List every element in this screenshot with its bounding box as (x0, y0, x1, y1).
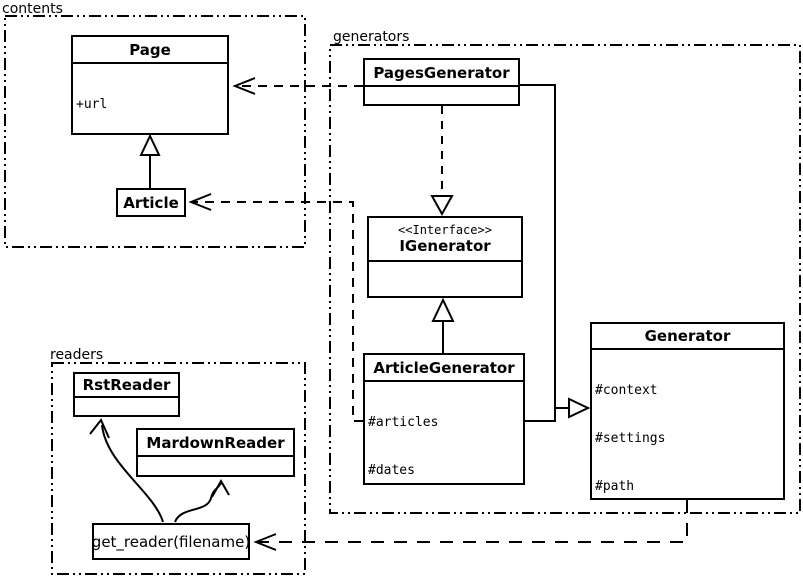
class-igenerator-title: IGenerator (399, 237, 491, 255)
attribute-row: #settings (595, 431, 666, 446)
class-igenerator-header: <<Interface>> IGenerator (369, 218, 521, 262)
package-generators-label: generators (333, 29, 410, 45)
class-mardownreader: MardownReader +read() (136, 428, 295, 477)
class-articlegenerator-attributes: #articles #dates #tags #categories (365, 382, 523, 483)
package-generators-border (329, 44, 801, 514)
edge-generator-depends-getreader (253, 500, 688, 551)
class-pagesgenerator-title: PagesGenerator (365, 60, 518, 87)
edge-articlegenerator-realizes-igenerator (431, 297, 455, 353)
class-page: Page +url +slug +summary +check_properti… (71, 35, 229, 135)
package-readers-border (51, 362, 306, 575)
class-rstreader-title: RstReader (75, 374, 178, 398)
class-rstreader: RstReader +read() (73, 372, 180, 417)
package-readers-label: readers (50, 347, 104, 363)
class-igenerator: <<Interface>> IGenerator +generate_conte… (367, 216, 523, 298)
class-generator: Generator #context #settings #path #them… (590, 322, 785, 500)
edge-article-inherits-page (139, 133, 161, 188)
edge-articlegenerator-depends-article (188, 193, 363, 422)
package-contents-border (4, 15, 306, 248)
class-articlegenerator: ArticleGenerator #articles #dates #tags … (363, 353, 525, 485)
attribute-row: #context (595, 383, 658, 398)
function-get-reader-label: get_reader(filename) (92, 532, 250, 551)
package-contents-label: contents (2, 1, 63, 17)
class-igenerator-stereotype: <<Interface>> (398, 223, 492, 237)
class-pagesgenerator: PagesGenerator #pages (363, 58, 520, 106)
class-rstreader-methods: +read() (75, 398, 178, 415)
edge-pagesgenerator-depends-page (232, 77, 363, 95)
class-article-title: Article (123, 193, 179, 212)
class-mardownreader-methods: +read() (138, 457, 293, 475)
class-igenerator-methods: +generate_context() +generate_output() (369, 262, 521, 296)
attribute-row: +url (76, 97, 108, 112)
class-mardownreader-title: MardownReader (138, 430, 293, 457)
attribute-row: #articles (368, 415, 439, 430)
class-generator-title: Generator (592, 324, 783, 350)
edge-pagesgenerator-realizes-igenerator (430, 106, 454, 217)
class-article: Article (116, 188, 186, 217)
edge-getreader-to-rstreader (89, 418, 164, 523)
class-page-title: Page (73, 37, 227, 64)
edge-getreader-to-mardownreader (174, 478, 230, 523)
function-get-reader: get_reader(filename) (92, 523, 250, 560)
method-row: +generate_context() (372, 295, 521, 296)
class-generator-attributes: #context #settings #path #theme #output_… (592, 350, 783, 498)
class-page-attributes: +url +slug +summary (73, 64, 227, 133)
class-articlegenerator-title: ArticleGenerator (365, 355, 523, 382)
attribute-row: #path (595, 479, 635, 494)
class-pagesgenerator-attributes: #pages (365, 87, 518, 104)
edge-generators-inherit-generator (520, 84, 591, 422)
attribute-row: #dates (368, 463, 415, 478)
